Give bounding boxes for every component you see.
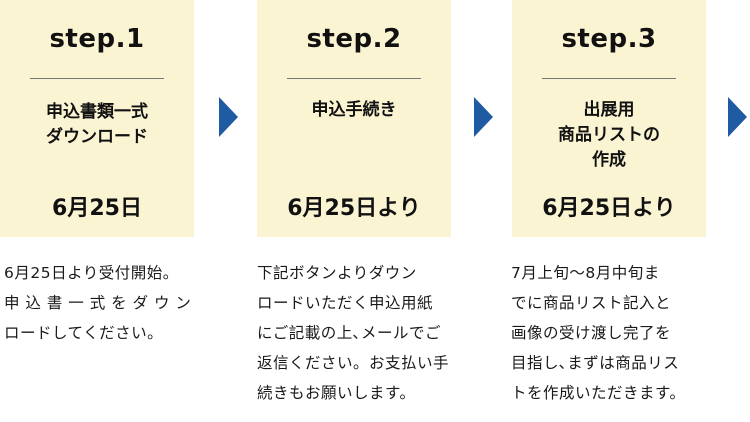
- step-3-label-line: 作成: [592, 150, 626, 170]
- step-2-title: step.2: [306, 24, 402, 54]
- step-1-date: 6月25日: [52, 196, 142, 221]
- step-3-description-line: 画像の受け渡し完了を: [511, 324, 672, 342]
- step-1-title: step.1: [49, 24, 145, 54]
- step-2-date: 6月25日より: [287, 196, 421, 221]
- step-2-description-line: ロードいただく申込用紙: [257, 294, 434, 312]
- step-3-divider: [542, 78, 676, 79]
- step-3-description-line: でに商品リスト記入と: [511, 294, 672, 312]
- step-3-description-line: 7月上旬～8月中旬ま: [511, 264, 660, 282]
- step-2-description-line: にご記載の上､メールでご: [257, 324, 441, 342]
- step-3-description-line: トを作成いただきます。: [511, 384, 686, 402]
- step-2-description-line: 下記ボタンよりダウン: [257, 264, 417, 282]
- step-1-label-line: ダウンロード: [46, 127, 148, 147]
- step-3-description-line: 目指し､まずは商品リス: [511, 354, 680, 372]
- step-3-label-line: 出展用: [583, 100, 635, 120]
- step-1-card: step.1 申込書類一式 ダウンロード 6月25日: [0, 0, 194, 237]
- step-1-description-line: 申 込 書 一 式 を ダ ウ ン: [4, 294, 192, 312]
- step-1-label: 申込書類一式 ダウンロード: [0, 100, 194, 150]
- step-2-label: 申込手続き: [257, 98, 451, 123]
- step-3-date: 6月25日より: [542, 196, 676, 221]
- step-2-label-line: 申込手続き: [311, 100, 397, 120]
- step-1-description: 6月25日より受付開始。 申 込 書 一 式 を ダ ウ ン ロードしてください…: [4, 258, 209, 348]
- step-3-title: step.3: [561, 24, 657, 54]
- step-1-divider: [30, 78, 164, 79]
- step-2-card: step.2 申込手続き 6月25日より: [257, 0, 451, 237]
- step-2-description: 下記ボタンよりダウン ロードいただく申込用紙 にご記載の上､メールでご 返信くだ…: [257, 258, 462, 408]
- step-3-card: step.3 出展用 商品リストの 作成 6月25日より: [512, 0, 706, 237]
- chevron-right-icon: [219, 97, 238, 137]
- chevron-right-icon: [474, 97, 493, 137]
- step-2-description-line: 続きもお願いします。: [257, 384, 416, 402]
- step-3-description: 7月上旬～8月中旬ま でに商品リスト記入と 画像の受け渡し完了を 目指し､まずは…: [511, 258, 716, 408]
- step-1-label-line: 申込書類一式: [46, 102, 148, 122]
- step-2-description-line: 返信ください。お支払い手: [257, 354, 450, 372]
- step-3-label: 出展用 商品リストの 作成: [512, 98, 706, 173]
- chevron-right-icon: [728, 97, 747, 137]
- step-1-description-line: ロードしてください。: [4, 324, 164, 342]
- step-2-divider: [287, 78, 421, 79]
- step-3-label-line: 商品リストの: [558, 125, 660, 145]
- step-1-description-line: 6月25日より受付開始。: [4, 264, 179, 282]
